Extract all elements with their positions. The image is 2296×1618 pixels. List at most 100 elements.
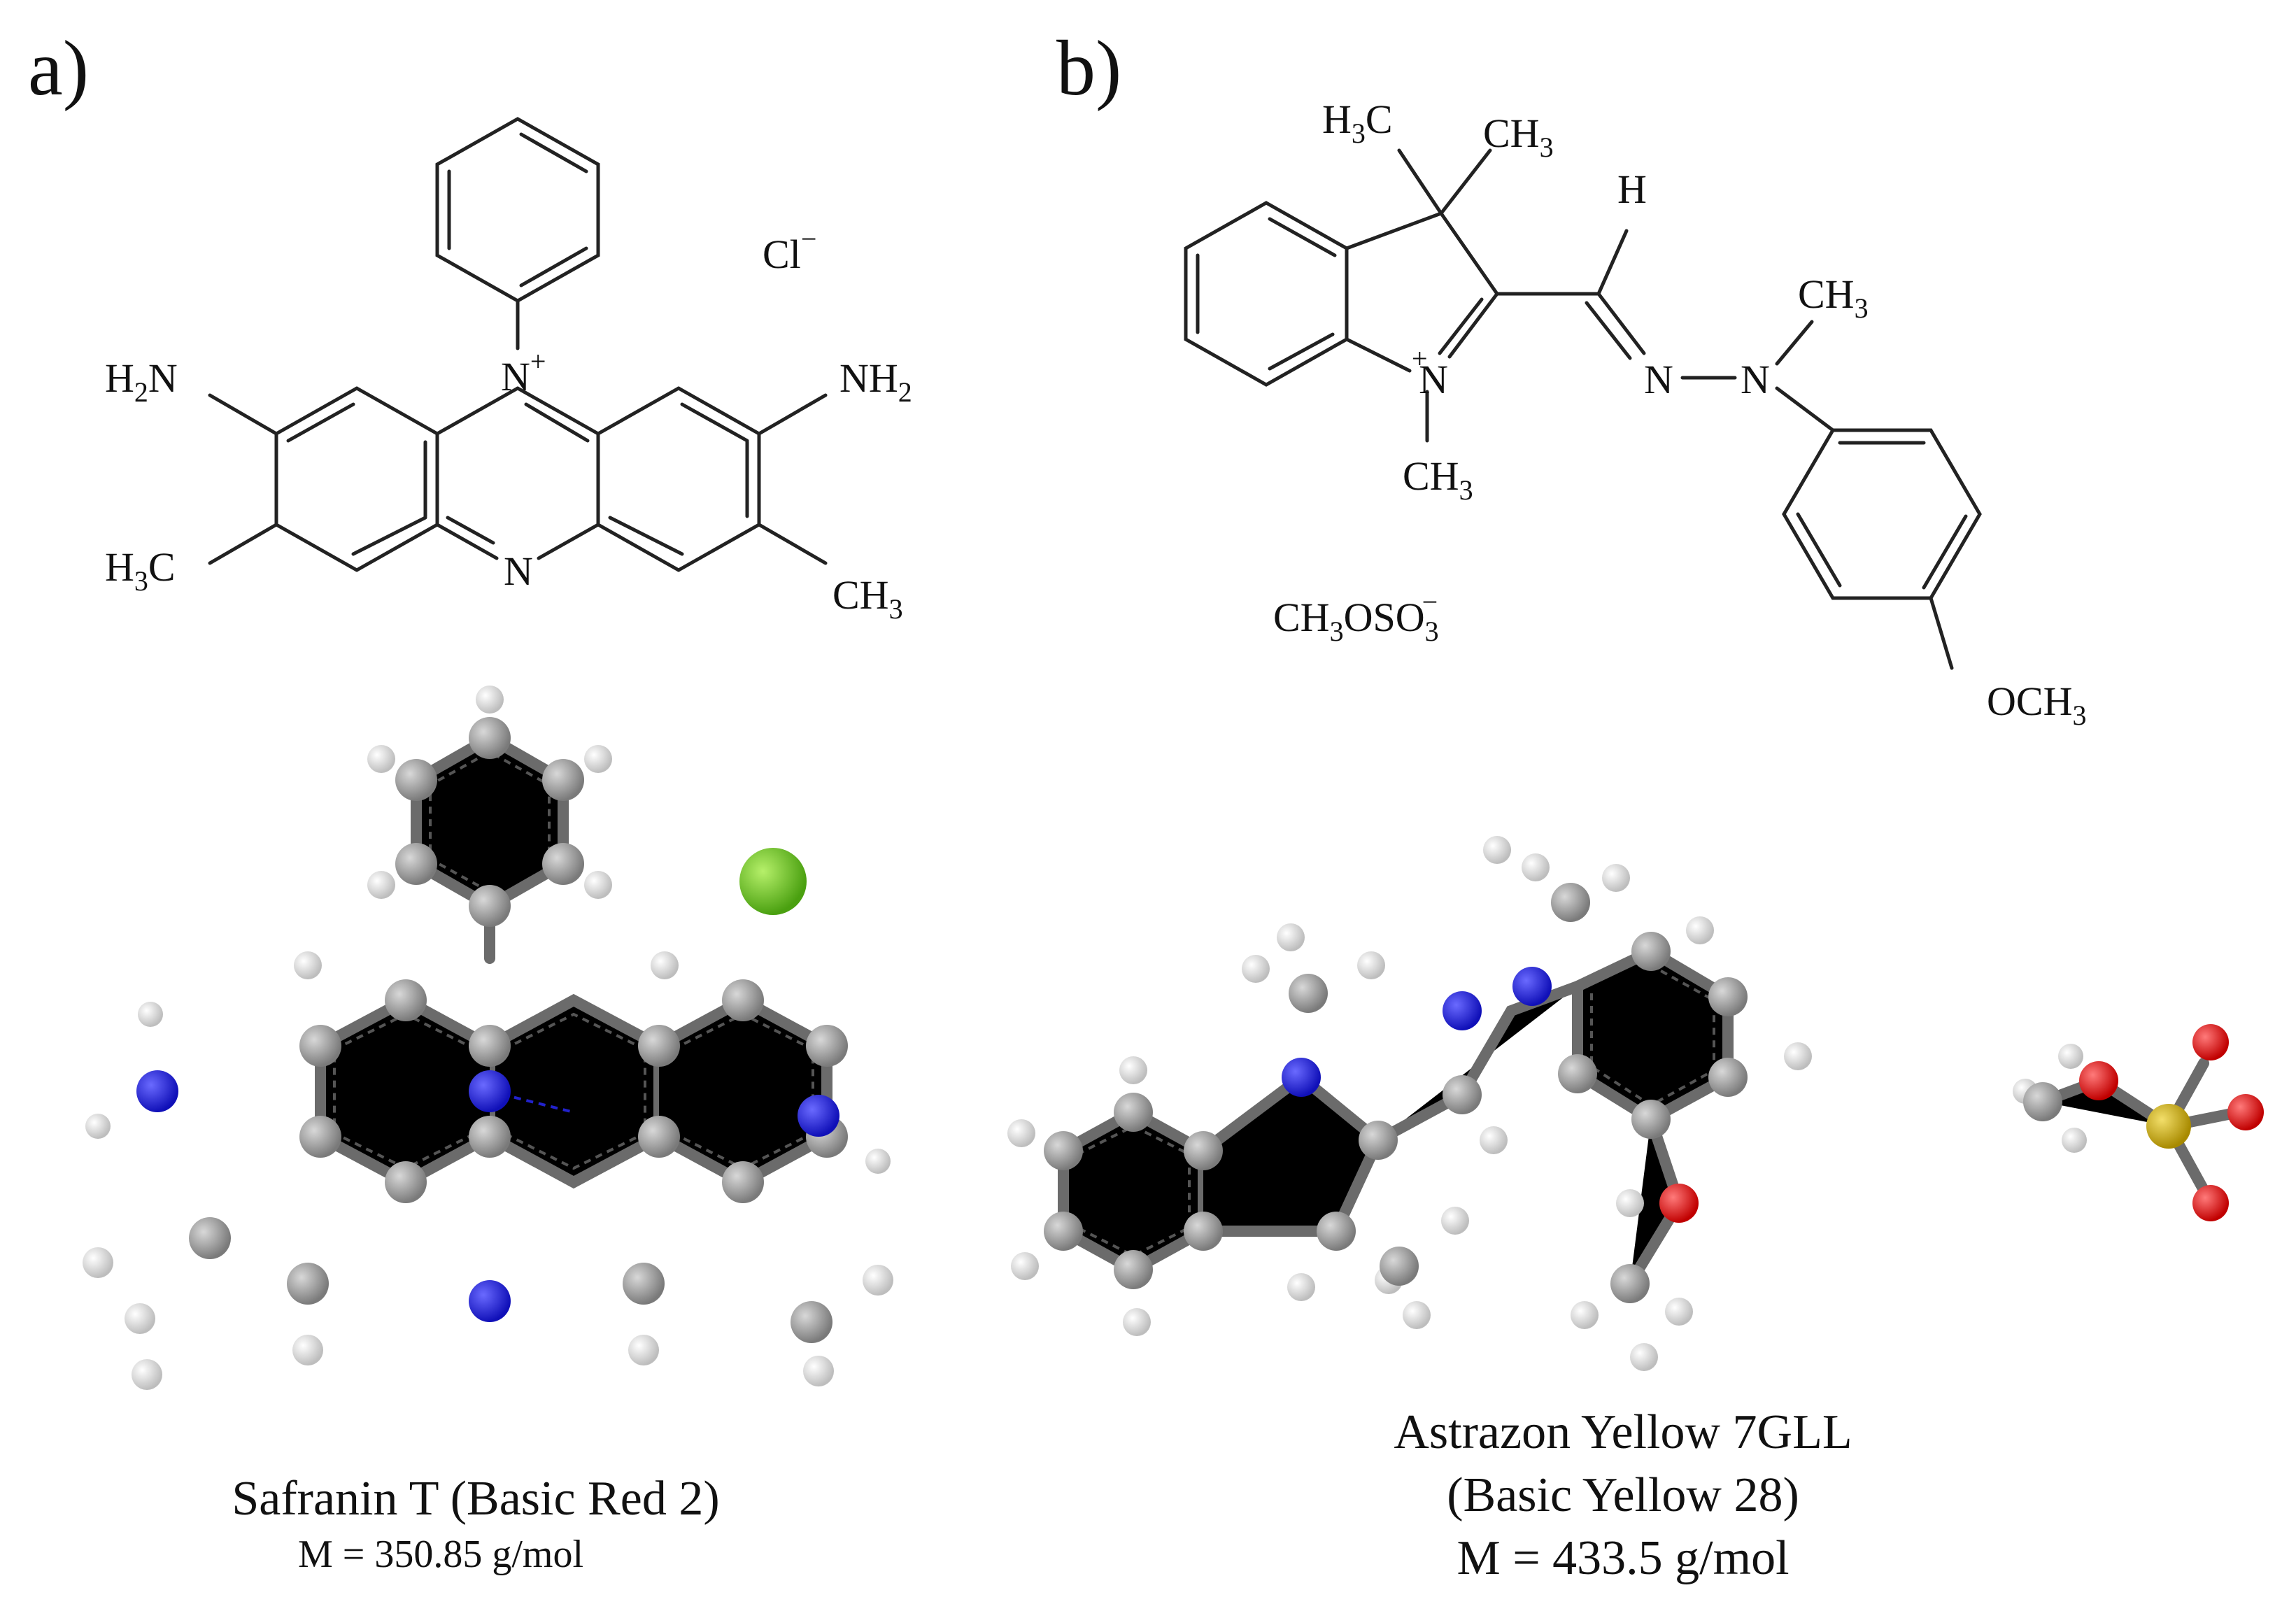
- methyl-left-label: H3C: [105, 544, 176, 597]
- nitrogen-atom: [469, 1280, 511, 1322]
- caption-b-name-line2: (Basic Yellow 28): [1447, 1468, 1799, 1522]
- carbon-atom: [287, 1263, 329, 1305]
- sulfur-atom: [2146, 1104, 2191, 1149]
- carbon-atom: [1631, 932, 1671, 971]
- carbon-atom: [1184, 1131, 1223, 1170]
- hydrogen-atom: [1630, 1343, 1658, 1371]
- nitrogen-atom: [1282, 1058, 1321, 1097]
- hydrogen-atom: [125, 1303, 155, 1334]
- carbon-atom: [722, 1161, 764, 1203]
- hydrogen-atom: [584, 745, 612, 773]
- chlorine-atom: [739, 848, 807, 915]
- left-ring: [208, 386, 439, 572]
- azo-nitrogen-2-label: N: [1741, 357, 1770, 402]
- hydrogen-atom: [1357, 951, 1385, 979]
- hydrogen-atom: [1403, 1301, 1431, 1329]
- hydrogen-atom: [1119, 1056, 1147, 1084]
- hydrogen-atom: [85, 1114, 111, 1139]
- caption-a-mass: M = 350.85 g/mol: [298, 1533, 583, 1576]
- hydrogen-atom: [628, 1335, 659, 1365]
- model-a-bonds: [315, 731, 832, 1189]
- nitrogen-atom: [136, 1070, 178, 1112]
- carbon-atom: [791, 1301, 832, 1343]
- hydrogen-atom: [83, 1247, 113, 1278]
- model-b-heteroatoms: [1282, 967, 2264, 1223]
- amine-left-label: H2N: [105, 355, 178, 408]
- hydrogen-atom: [1011, 1252, 1039, 1280]
- hydrogen-atom: [2062, 1128, 2087, 1153]
- carbon-atom: [1708, 977, 1748, 1016]
- hydrogen-atom: [1441, 1207, 1469, 1235]
- azo-methyl-label: CH3: [1798, 271, 1869, 324]
- astrazon-3d-model: [1007, 836, 2264, 1371]
- carbon-atom: [299, 1116, 341, 1158]
- oxygen-atom: [2192, 1185, 2229, 1221]
- carbon-atom: [395, 759, 437, 801]
- model-a-hydrogens: [83, 686, 893, 1390]
- caption-b-name-line1: Astrazon Yellow 7GLL: [1394, 1405, 1852, 1459]
- hydrogen-atom: [1123, 1308, 1151, 1336]
- methylsulfate-counter-ion: CH3OSO3−: [1273, 586, 1439, 647]
- hydrogen-atom: [1007, 1119, 1035, 1147]
- hydrogen-atom: [865, 1149, 891, 1174]
- carbon-atom: [1184, 1212, 1223, 1251]
- gem-methyl-right-label: CH3: [1483, 111, 1554, 163]
- model-a-nitrogens: [136, 1070, 839, 1322]
- nitrogen-atom: [798, 1095, 839, 1137]
- carbon-atom: [469, 1116, 511, 1158]
- nitrogen-atom: [469, 1070, 511, 1112]
- hydrogen-atom: [1616, 1189, 1644, 1217]
- nitrogen-atom: [1443, 991, 1482, 1030]
- panel-label-a: a): [28, 25, 89, 112]
- hydrogen-atom: [2058, 1044, 2083, 1069]
- carbon-atom: [1044, 1212, 1083, 1251]
- safranin-3d-model: [83, 686, 893, 1390]
- methyl-right-label: CH3: [832, 572, 903, 625]
- hydrogen-atom: [803, 1356, 834, 1386]
- ring-nitrogen-bottom: N: [504, 548, 533, 594]
- indolium-nitrogen-label: N+: [1412, 343, 1448, 402]
- carbon-atom: [469, 717, 511, 759]
- hydrogen-atom: [584, 871, 612, 899]
- amine-right-label: NH2: [839, 355, 912, 408]
- hydrogen-atom: [1686, 916, 1714, 944]
- carbon-atom: [542, 843, 584, 885]
- carbon-atom: [469, 885, 511, 927]
- hydrogen-atom: [1483, 836, 1511, 864]
- hydrogen-atom: [863, 1265, 893, 1296]
- carbon-atom: [1114, 1250, 1153, 1289]
- hydrogen-atom: [476, 686, 504, 714]
- model-a-carbons: [189, 717, 848, 1343]
- hydrogen-atom: [1277, 923, 1305, 951]
- safranin-2d-structure: N+ N Cl− H2N NH2 H3C CH3: [105, 117, 912, 625]
- astrazon-2d-structure: H3C CH3 H N+ CH3 N N CH3 OCH3 CH3OSO3−: [1184, 97, 2086, 731]
- hydrogen-atom: [1242, 955, 1270, 983]
- vinyl-hydrogen-label: H: [1617, 166, 1647, 212]
- carbon-atom: [1044, 1131, 1083, 1170]
- oxygen-atom: [2192, 1024, 2229, 1060]
- carbon-atom: [1551, 883, 1590, 922]
- hydrogen-atom: [292, 1335, 323, 1365]
- hydrogen-atom: [1287, 1273, 1315, 1301]
- carbon-atom: [542, 759, 584, 801]
- model-b-carbons: [1044, 883, 2062, 1303]
- carbon-atom: [1610, 1264, 1650, 1303]
- carbon-atom: [1558, 1054, 1597, 1093]
- hydrogen-atom: [138, 1002, 163, 1027]
- hydrogen-atom: [132, 1359, 162, 1390]
- carbon-atom: [395, 843, 437, 885]
- azo-nitrogen-1-label: N: [1644, 357, 1673, 402]
- n-methyl-label: CH3: [1403, 453, 1473, 506]
- caption-a-name: Safranin T (Basic Red 2): [232, 1472, 719, 1526]
- carbon-atom: [722, 979, 764, 1021]
- hydrogen-atom: [1784, 1042, 1812, 1070]
- hydrogen-atom: [367, 871, 395, 899]
- carbon-atom: [1631, 1100, 1671, 1139]
- carbon-atom: [1289, 974, 1328, 1013]
- right-ring: [596, 386, 828, 572]
- hydrogen-atom: [651, 951, 679, 979]
- model-b-aromatic-dashes: [1077, 964, 1715, 1258]
- oxygen-atom: [1659, 1184, 1699, 1223]
- carbon-atom: [1380, 1247, 1419, 1286]
